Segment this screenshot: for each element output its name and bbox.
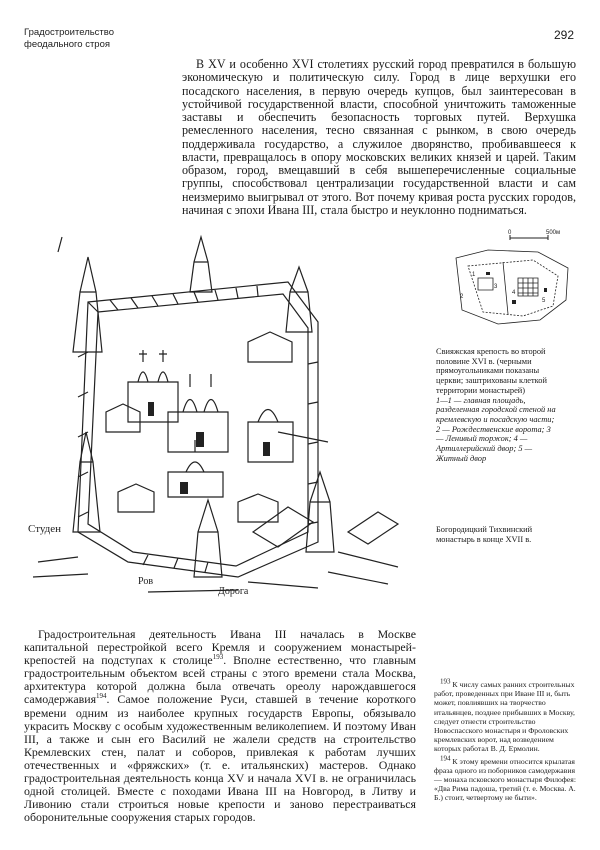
top-paragraph: В XV и особенно XVI столетиях русский го… (182, 57, 576, 217)
drawing-label-left: Студен (28, 523, 61, 535)
map-caption: Свияжская крепость во второй половине XV… (436, 347, 556, 463)
map-label-5: 5 (542, 298, 546, 304)
monastery-drawing: Студен Ров Дорога (28, 234, 400, 597)
map-label-1: 1 (472, 272, 476, 278)
running-header-line2: феодального строя (24, 39, 111, 50)
footnote-text: К числу самых ранних строительных работ,… (434, 680, 575, 754)
footnote-text: К этому времени относится крылатая фраза… (434, 756, 576, 803)
footnote-ref-194: 194 (96, 692, 107, 701)
map-scale-500: 500м (546, 230, 560, 236)
map-caption-legend: 1—1 — главная площадь, разделенная город… (436, 395, 556, 463)
bottom-paragraph: Градостроительная деятельность Ивана III… (24, 627, 416, 825)
footnote: 193 К числу самых ранних строительных ра… (434, 677, 576, 754)
fortress-plan-map: 0 500м 1 2 3 4 5 (455, 230, 569, 325)
map-label-4: 4 (512, 290, 516, 296)
drawing-caption: Богородицкий Тихвинский монастырь в конц… (436, 525, 533, 544)
running-header: Градостроительство феодального строя (24, 27, 224, 51)
map-label-2: 2 (460, 294, 464, 300)
drawing-label-road: Дорога (218, 586, 249, 597)
page-number: 292 (553, 28, 574, 42)
bottom-paragraph-part-a: Градостроительная деятельность Ивана III… (24, 627, 416, 668)
bottom-paragraph-part-c: . Самое положение Руси, ставшей в течени… (24, 692, 416, 825)
footnotes: 193 К числу самых ранних строительных ра… (434, 677, 576, 806)
map-scale-zero: 0 (508, 230, 512, 236)
footnote-number: 193 (440, 677, 451, 686)
map-label-3: 3 (494, 284, 498, 290)
footnote: 194 К этому времени относится крылатая ф… (434, 754, 576, 803)
running-header-line1: Градостроительство (24, 27, 115, 38)
footnote-ref-193: 193 (212, 653, 224, 662)
footnote-number: 194 (440, 754, 451, 763)
bottom-paragraph-part-b: . Вполне естественно, что главным градос… (24, 653, 416, 707)
map-caption-title: Свияжская крепость во второй половине XV… (436, 347, 547, 395)
drawing-label-bottom: Ров (138, 576, 153, 587)
